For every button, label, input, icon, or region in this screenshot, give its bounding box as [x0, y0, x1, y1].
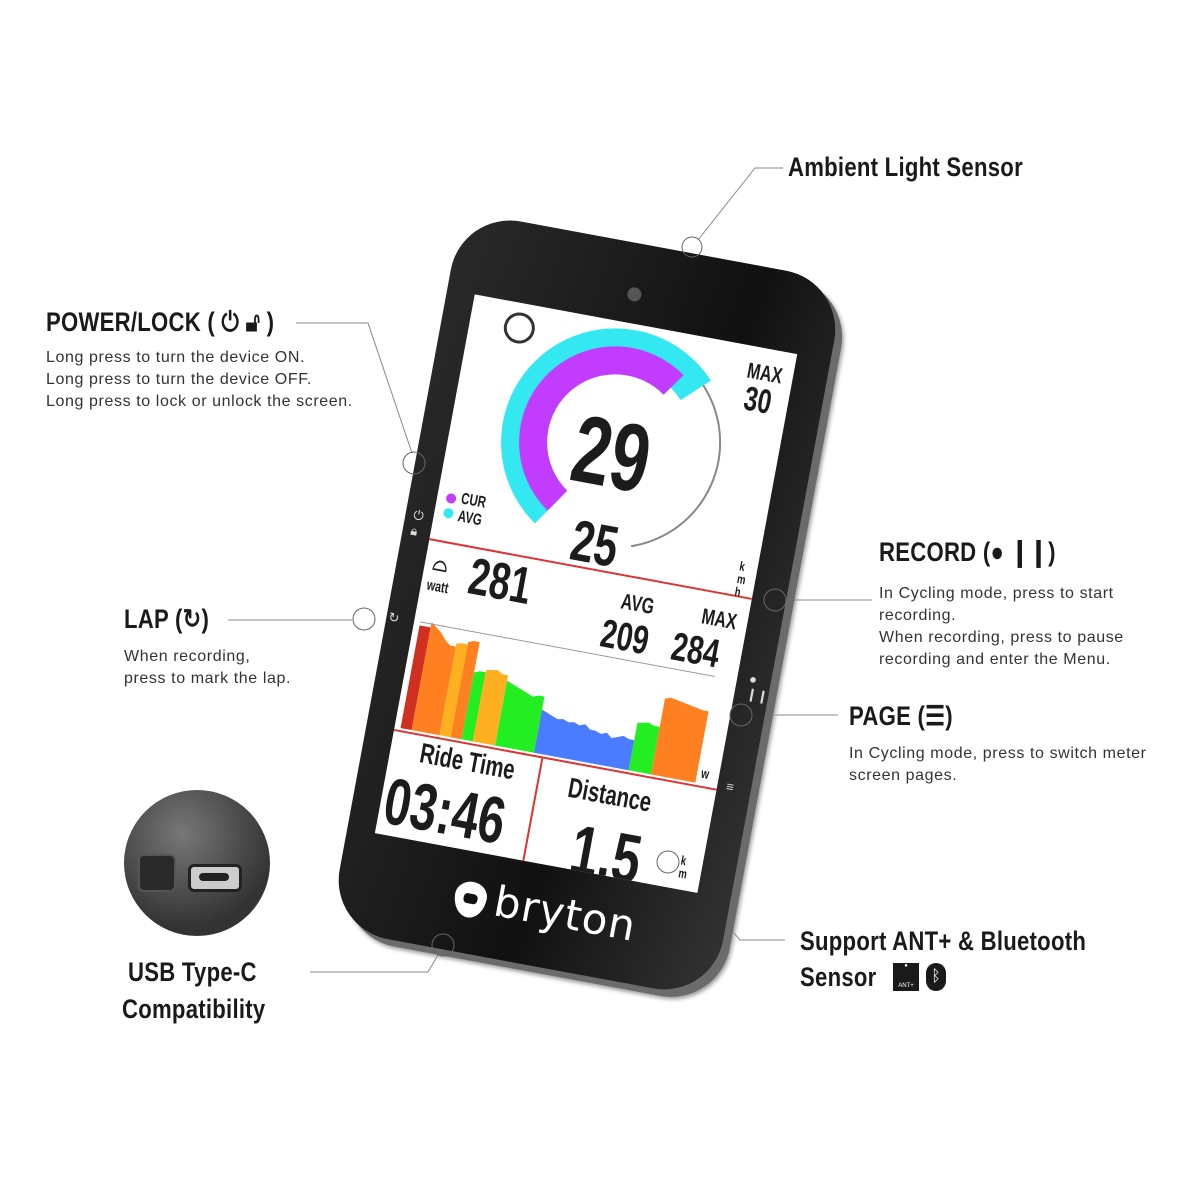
ambient-light-sensor [626, 286, 643, 303]
watt-label: watt [425, 576, 450, 598]
power-zone-segment [495, 680, 545, 753]
page-icon: ≡ [724, 778, 736, 795]
power-current: 281 [464, 547, 537, 616]
usb-title-line2: Compatibility [122, 994, 266, 1024]
mount-slot [138, 854, 176, 892]
power-zone-segment [628, 722, 660, 775]
power-unit: w [699, 764, 711, 782]
legend-avg-dot [443, 508, 454, 519]
legend-cur-dot [446, 493, 457, 504]
leader-usb [310, 954, 439, 973]
lap-icon: ↻ [182, 604, 202, 634]
speedometer-icon [503, 312, 535, 344]
sensor-title-line2: Sensor [800, 962, 877, 992]
bryton-logo: bryton [451, 869, 640, 951]
power-zone-segment [411, 621, 456, 736]
usb-c-port-icon [188, 864, 242, 892]
power-lock-title: POWER/LOCK ( ⏻ 🔓︎ ) [46, 307, 275, 337]
menu-icon: ☰ [925, 701, 946, 731]
lock-icon: 🔓︎ [245, 307, 261, 337]
gauge-arc-cur [519, 346, 684, 511]
bryton-logo-icon [451, 878, 490, 920]
chart-top-line [420, 621, 716, 678]
power-zone-segment [400, 625, 431, 731]
power-zone-segment [534, 709, 635, 771]
usb-title-line1: USB Type-C [128, 957, 257, 987]
ant-plus-icon: ●ANT+ [893, 963, 919, 991]
ambient-sensor-title: Ambient Light Sensor [788, 152, 1023, 182]
distance-value: 1.5 [564, 809, 648, 893]
power-icon: ⏻ [221, 307, 240, 337]
power-zone-segment [439, 643, 468, 738]
page-title: PAGE (☰) [849, 701, 953, 731]
sensor-title-line1: Support ANT+ & Bluetooth [800, 926, 1087, 956]
speed-gauge [443, 312, 722, 549]
power-zone-chart [400, 621, 716, 783]
power-avg-label: AVG [619, 588, 657, 620]
lap-icon: ↻ [387, 609, 401, 626]
record-icon: ● [990, 537, 1005, 567]
divider [521, 758, 544, 867]
bluetooth-icon: ᛒ [926, 963, 946, 991]
usb-port-closeup [124, 790, 270, 936]
record-title: RECORD (● ❙❙) [879, 537, 1056, 567]
power-zone-segment [461, 671, 486, 742]
watt-icon: ⌓ [430, 545, 451, 578]
brand-name: bryton [490, 876, 641, 951]
power-lock-icons: ⏻🔒︎ [409, 507, 426, 539]
lap-description: When recording,press to mark the lap. [124, 648, 292, 687]
lap-title: LAP (↻) [124, 604, 210, 634]
pause-icon: ❙❙ [1010, 537, 1049, 567]
power-zone-segment [650, 697, 709, 783]
leader-ambient [697, 167, 783, 241]
power-zone-segment [450, 641, 480, 740]
leader-power [296, 322, 413, 454]
power-lock-description: Long press to turn the device ON.Long pr… [46, 349, 353, 410]
power-zone-segment [472, 669, 509, 746]
